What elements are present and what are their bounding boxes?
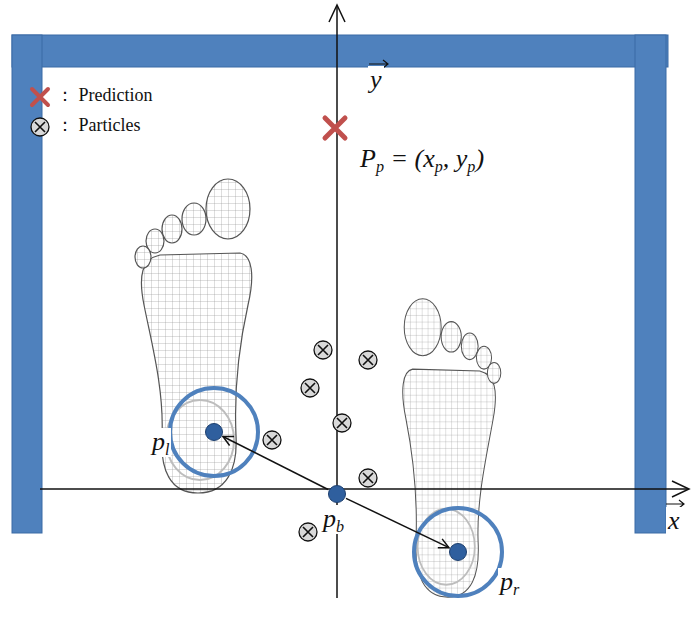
subscript: p [435, 158, 443, 175]
particle-mark [299, 523, 317, 541]
subscript: p [467, 158, 475, 175]
position-vector [346, 498, 449, 547]
glyph [449, 144, 456, 173]
prediction-label: Pp = (xp, yp) [358, 145, 486, 174]
glyph: y [370, 65, 382, 94]
point-marker: pr [449, 543, 467, 561]
legend-text: ： Prediction [56, 86, 153, 106]
glyph: P [360, 144, 376, 173]
heel-ring [414, 508, 502, 596]
glyph: p [152, 427, 165, 456]
glyph: p [323, 504, 336, 533]
legend-symbol [32, 89, 48, 105]
legend-text: ： Particles [56, 116, 140, 136]
particle-mark [263, 431, 281, 449]
point-label: pl [150, 428, 171, 457]
frame-bar [635, 35, 666, 533]
glyph: ) [475, 144, 484, 173]
axis-label: y [368, 66, 384, 95]
glyph [408, 144, 415, 173]
point-marker: pb [328, 485, 346, 503]
x-axis [40, 488, 688, 490]
point-label: pr [498, 568, 521, 597]
point-marker: pl [205, 423, 223, 441]
glyph: , [443, 144, 450, 173]
glyph: x [668, 506, 680, 535]
glyph [384, 144, 391, 173]
prediction-mark [325, 118, 345, 138]
axis-head [329, 5, 345, 22]
right-foot [403, 299, 501, 597]
axis-head [672, 481, 689, 497]
particle-mark [314, 341, 332, 359]
heel-ring [170, 388, 258, 476]
glyph: = [390, 144, 408, 173]
subscript: r [513, 581, 519, 598]
particle-mark [301, 379, 319, 397]
left-foot [135, 179, 252, 493]
subscript: l [165, 441, 169, 458]
subscript: p [376, 158, 384, 175]
particle-mark [359, 469, 377, 487]
axis-label: x [666, 507, 682, 536]
subscript: b [336, 518, 344, 535]
glyph: ( [415, 144, 424, 173]
glyph: y [456, 144, 468, 173]
frame-bar [12, 35, 668, 67]
legend-symbol [31, 118, 49, 136]
glyph: p [500, 567, 513, 596]
position-vector [223, 437, 328, 490]
particle-mark [359, 351, 377, 369]
frame-bar [12, 35, 42, 533]
glyph: x [423, 144, 435, 173]
point-label: pb [321, 505, 346, 534]
particle-mark [333, 414, 351, 432]
